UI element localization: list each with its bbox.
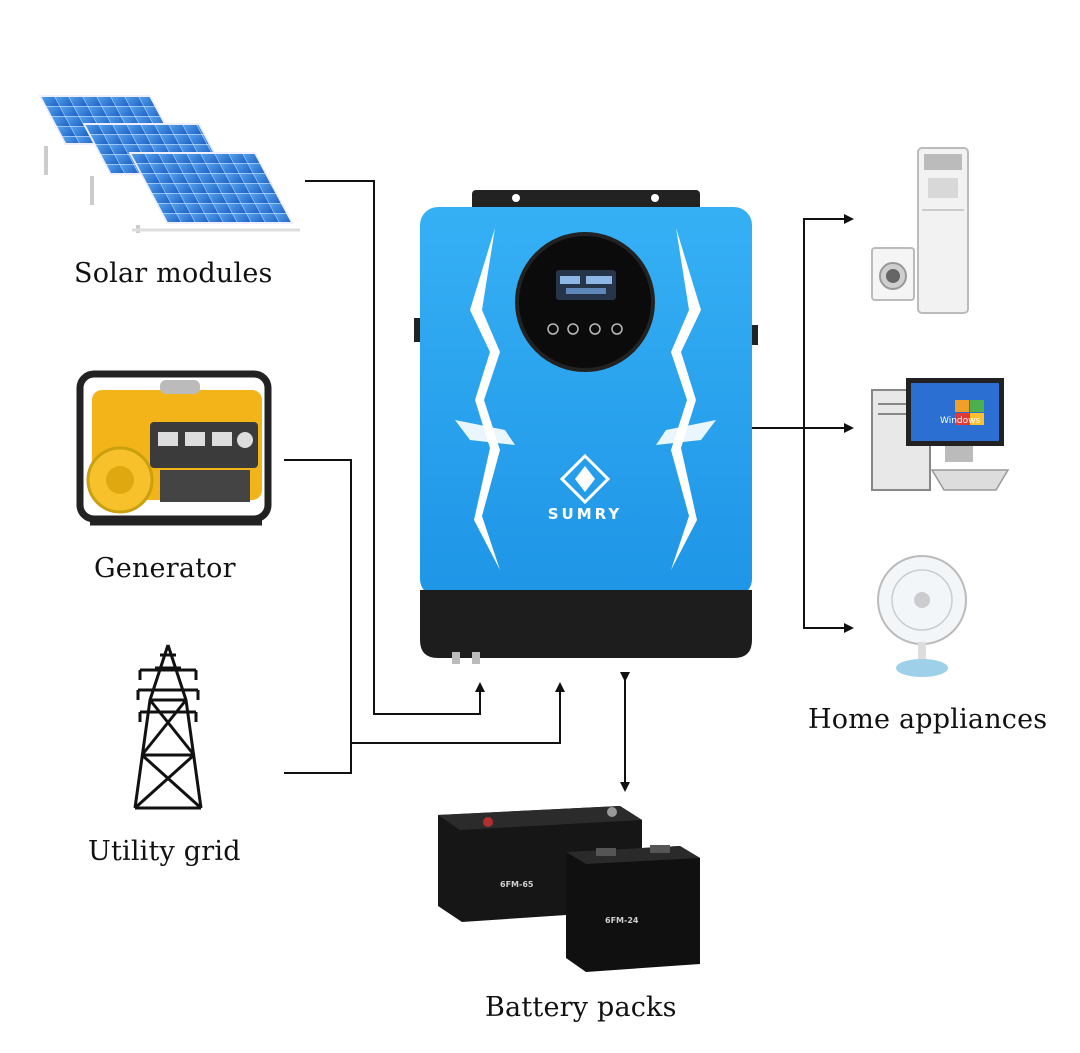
inverter-body: [420, 207, 752, 597]
battery-large-model: 6FM-65: [500, 880, 534, 889]
washing-machine-icon: [871, 247, 915, 301]
output-bus: [803, 218, 852, 629]
grid-line: [351, 682, 565, 744]
solar-line: [305, 180, 485, 715]
inverter-brand: SUMRY: [547, 505, 623, 523]
solar-panels-icon: [38, 95, 300, 233]
generator-icon: [76, 370, 272, 526]
inverter-unit: [414, 190, 758, 664]
battery-small-icon: [566, 845, 700, 972]
label-generator: Generator: [94, 553, 236, 584]
sumry-logo-icon: [559, 453, 611, 505]
air-conditioner-icon: [917, 147, 969, 314]
label-battery-packs: Battery packs: [485, 992, 677, 1023]
battery-small-model: 6FM-24: [605, 916, 639, 925]
computer-icon: [871, 378, 1010, 491]
label-solar-modules: Solar modules: [74, 258, 273, 289]
monitor-screen-text: Windows: [940, 416, 981, 426]
utility-tower-icon: [133, 644, 203, 810]
connection-lines: [284, 180, 854, 792]
generator-line: [284, 459, 352, 774]
label-utility-grid: Utility grid: [88, 836, 241, 867]
label-home-appliances: Home appliances: [808, 704, 1048, 735]
inverter-display: [515, 232, 655, 372]
fan-icon: [877, 555, 967, 677]
